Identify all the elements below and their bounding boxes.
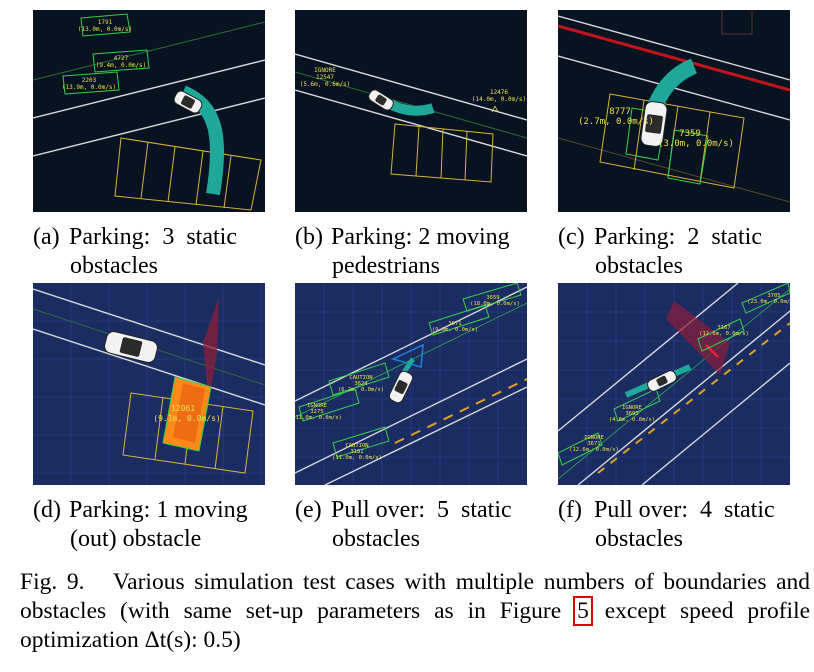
obstacle-state: (18.0m, 0.0m/s) (470, 301, 520, 307)
obstacle-id: 3624 (354, 381, 368, 387)
obstacle-id: 3705 (767, 293, 780, 299)
ego-car (388, 370, 414, 404)
obstacle-state: (9.1m, 0.0m/s) (153, 414, 220, 423)
subcaption-line2: obstacles (595, 526, 683, 552)
figure-label: Fig. 9. (20, 569, 85, 595)
panel-c: 8777 (2.7m, 0.0m/s) 7359 (3.0m, 0.0m/s) (558, 10, 790, 212)
obstacle-id: 3275 (310, 409, 323, 415)
obstacle-state: (6.2m, 0.0m/s) (338, 387, 384, 393)
obstacle-state: (13.0m, 0.0m/s) (78, 26, 132, 33)
obstacle-id: 3167 (717, 325, 730, 331)
obstacle-state: (3.0m, 0.0m/s) (658, 139, 734, 149)
subcaption-b: (b) Parking: 2 moving pedestrians (295, 223, 531, 281)
panel-f: 3705 (23.0m, 0.0m/s) 3167 (12.6m, 0.0m/s… (558, 283, 790, 485)
subcaption-tag: (c) (558, 224, 585, 250)
ego-car (173, 90, 203, 114)
subcaption-tag: (f) (558, 497, 582, 523)
subcaption-e: (e) Pull over: 5 static obstacles (295, 496, 531, 554)
obstacle-id: 3693 (625, 411, 638, 417)
ego-car (104, 331, 158, 363)
panel-e: 3659 (18.0m, 0.0m/s) 3671 (9.0m, 0.0m/s)… (295, 283, 527, 485)
subcaption-d: (d) Parking: 1 moving (out) obstacle (33, 496, 269, 554)
subcaption-line1: Parking: 2 moving (331, 224, 510, 250)
subcaption-tag: (a) (33, 224, 60, 250)
predicted-path (666, 301, 730, 375)
obstacle-id: 8777 (609, 107, 631, 117)
obstacle-id: 2203 (82, 77, 97, 84)
obstacle-status: CAUTION (345, 443, 368, 449)
obstacle-state: (11.0m, 0.0m/s) (295, 415, 342, 421)
obstacle-state: (9.0m, 0.0m/s) (432, 327, 478, 333)
obstacle-id: 3181 (350, 449, 363, 455)
ego-car (640, 101, 668, 147)
subcaption-c: (c) Parking: 2 static obstacles (558, 223, 794, 281)
obstacle-state: (11.0m, 0.0m/s) (332, 455, 382, 461)
obstacle-state: (9.4m, 0.0m/s) (96, 62, 147, 69)
obstacle-id: 12547 (316, 74, 334, 81)
figure-reference-link[interactable]: 5 (573, 596, 593, 626)
obstacle-state: (2.7m, 0.0m/s) (578, 117, 654, 127)
subcaption-tag: (d) (33, 497, 61, 523)
ego-car (368, 89, 394, 111)
obstacle-id: 12061 (171, 404, 195, 413)
obstacle-state: (5.6m, 0.6m/s) (300, 81, 351, 88)
obstacle-status: IGNORE (314, 67, 336, 74)
subcaption-f: (f) Pull over: 4 static obstacles (558, 496, 794, 554)
obstacle-state: (13.9m, 0.0m/s) (62, 84, 116, 91)
obstacle-id: 1791 (98, 19, 113, 26)
obstacle-boxes (62, 13, 150, 95)
predicted-path (203, 297, 219, 401)
obstacle-state: (14.0m, 0.0m/s) (472, 96, 526, 103)
obstacle-id: 3659 (486, 295, 499, 301)
subcaption-line2: obstacles (332, 526, 420, 552)
obstacle-status: IGNORE (584, 435, 604, 441)
subcaption-line2: (out) obstacle (70, 526, 202, 552)
obstacle-state: (4.6m, 0.0m/s) (609, 417, 655, 423)
panel-a: 1791 (13.0m, 0.0m/s) 4727 (9.4m, 0.0m/s)… (33, 10, 265, 212)
subcaption-a: (a) Parking: 3 static obstacles (33, 223, 269, 281)
subcaption-line2: obstacles (595, 253, 683, 279)
obstacle-boxes (558, 283, 790, 466)
ego-car (647, 370, 677, 392)
subcaption-line2: pedestrians (332, 253, 440, 279)
obstacle-state: (23.0m, 0.0m/s) (747, 299, 790, 305)
obstacle-state: (12.6m, 0.0m/s) (699, 331, 749, 337)
obstacle-id: 12476 (490, 89, 508, 96)
subcaption-line1: Pull over: 5 static (331, 497, 512, 523)
parking-spots (390, 123, 494, 183)
subcaption-tag: (e) (295, 497, 322, 523)
obstacle-id: 3671 (587, 441, 600, 447)
panel-d: 12061 (9.1m, 0.0m/s) (33, 283, 265, 485)
panel-b: IGNORE 12547 (5.6m, 0.6m/s) 12476 (14.0m… (295, 10, 527, 212)
obstacle-state: (12.6m, 0.0m/s) (569, 447, 619, 453)
subcaption-line1: Parking: 3 static (69, 224, 237, 250)
obstacle-status: IGNORE (622, 405, 642, 411)
obstacle-id: 3671 (448, 321, 461, 327)
obstacle-status: IGNORE (307, 403, 327, 409)
figure-caption: Fig. 9. Various simulation test cases wi… (20, 568, 810, 655)
caption-text-before: Various simulation test cases with multi… (20, 569, 811, 624)
subcaption-tag: (b) (295, 224, 323, 250)
caption-text-after: except speed profile optimization Δt(s):… (20, 598, 811, 653)
obstacle-status: CAUTION (349, 375, 372, 381)
obstacle-id: 4727 (114, 55, 129, 62)
obstacle-boxes (298, 283, 522, 458)
subcaption-line1: Parking: 2 static (594, 224, 762, 250)
subcaption-line1: Parking: 1 moving (69, 497, 248, 523)
subcaption-line2: obstacles (70, 253, 158, 279)
obstacle-id: 7359 (679, 129, 701, 139)
subcaption-line1: Pull over: 4 static (594, 497, 775, 523)
